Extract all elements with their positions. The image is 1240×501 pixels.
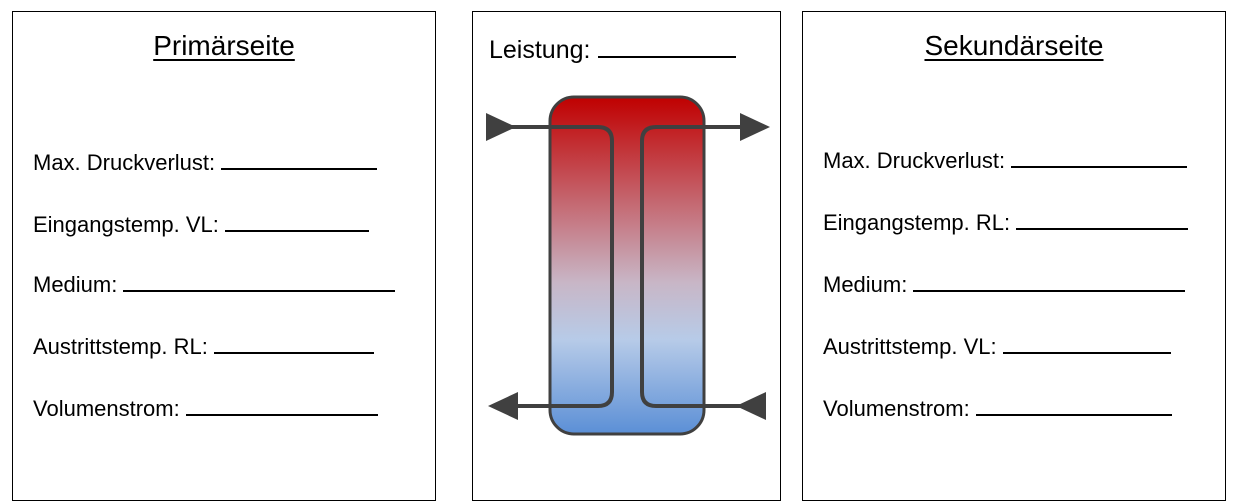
secondary-side-panel: Sekundärseite Max. Druckverlust: Eingang… [802, 11, 1226, 501]
primary-inlet-arrow [486, 113, 516, 141]
secondary-max-pressure-loss-label: Max. Druckverlust: [823, 148, 1006, 173]
heat-exchanger-diagram [486, 95, 770, 436]
secondary-outlet-temp-field: Austrittstemp. VL: [823, 332, 1171, 360]
primary-pipe [505, 125, 614, 408]
primary-outlet-temp-label: Austrittstemp. RL: [33, 334, 208, 359]
heat-exchanger-body [548, 95, 706, 436]
power-label: Leistung: [489, 36, 591, 64]
secondary-max-pressure-loss-field: Max. Druckverlust: [823, 146, 1188, 174]
secondary-pipe [640, 125, 748, 408]
primary-medium-blank[interactable] [123, 270, 396, 292]
primary-max-pressure-loss-label: Max. Druckverlust: [33, 150, 216, 175]
primary-max-pressure-loss-field: Max. Druckverlust: [33, 148, 378, 176]
secondary-inlet-temp-label: Eingangstemp. RL: [823, 210, 1011, 235]
primary-medium-label: Medium: [33, 272, 118, 297]
secondary-inlet-arrow [736, 392, 766, 420]
secondary-medium-label: Medium: [823, 272, 908, 297]
secondary-inlet-temp-field: Eingangstemp. RL: [823, 208, 1189, 236]
secondary-side-title: Sekundärseite [924, 30, 1104, 61]
secondary-medium-field: Medium: [823, 270, 1186, 298]
secondary-max-pressure-loss-blank[interactable] [1011, 146, 1188, 168]
secondary-medium-blank[interactable] [913, 270, 1186, 292]
secondary-volume-flow-field: Volumenstrom: [823, 394, 1172, 422]
primary-volume-flow-label: Volumenstrom: [33, 396, 180, 421]
primary-volume-flow-field: Volumenstrom: [33, 394, 378, 422]
secondary-outlet-arrow [740, 113, 770, 141]
primary-max-pressure-loss-blank[interactable] [221, 148, 378, 170]
secondary-inlet-temp-blank[interactable] [1016, 208, 1189, 230]
primary-inlet-temp-label: Eingangstemp. VL: [33, 212, 219, 237]
primary-outlet-temp-field: Austrittstemp. RL: [33, 332, 374, 360]
secondary-outlet-temp-blank[interactable] [1002, 332, 1171, 354]
primary-inlet-temp-field: Eingangstemp. VL: [33, 210, 369, 238]
secondary-volume-flow-label: Volumenstrom: [823, 396, 970, 421]
secondary-outlet-temp-label: Austrittstemp. VL: [823, 334, 997, 359]
primary-inlet-temp-blank[interactable] [224, 210, 369, 232]
primary-side-title: Primärseite [153, 30, 295, 61]
primary-volume-flow-blank[interactable] [185, 394, 378, 416]
power-field: Leistung: [489, 34, 737, 65]
power-blank[interactable] [598, 34, 737, 58]
primary-medium-field: Medium: [33, 270, 396, 298]
primary-outlet-temp-blank[interactable] [213, 332, 374, 354]
primary-outlet-arrow [488, 392, 518, 420]
primary-side-panel: Primärseite Max. Druckverlust: Eingangst… [12, 11, 436, 501]
secondary-volume-flow-blank[interactable] [975, 394, 1172, 416]
